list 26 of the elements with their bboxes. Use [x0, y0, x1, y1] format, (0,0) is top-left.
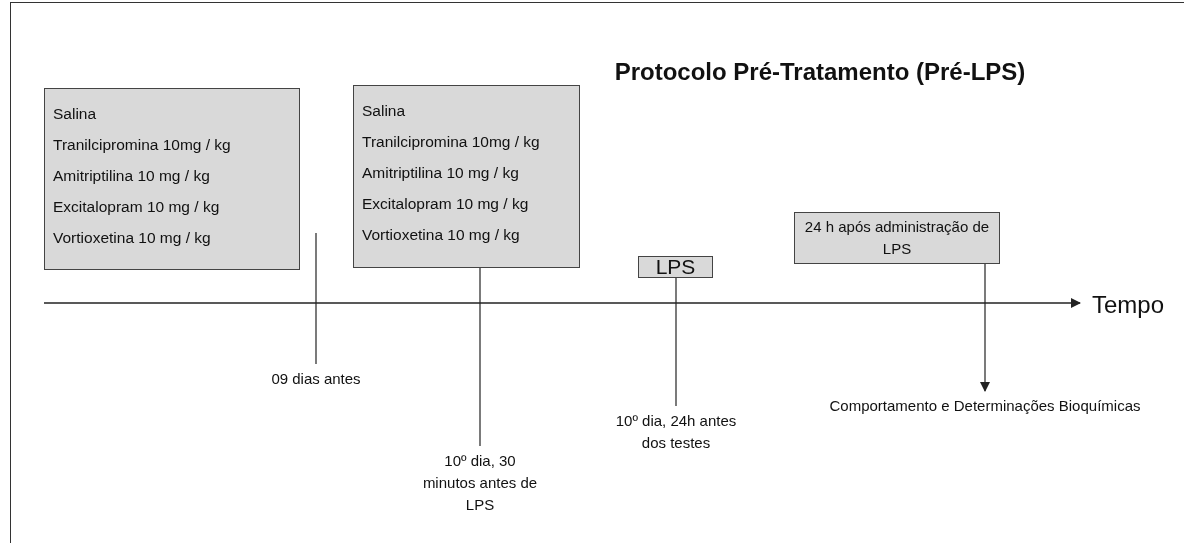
box-text: Amitriptilina 10 mg / kg — [362, 163, 519, 183]
treatment-box — [353, 85, 580, 268]
box-text: Vortioxetina 10 mg / kg — [362, 225, 520, 245]
diagram-title: Protocolo Pré-Tratamento (Pré-LPS) — [613, 57, 1027, 87]
timepoint-label: Comportamento e Determinações Bioquímicas — [829, 396, 1141, 416]
treatment-box — [638, 256, 713, 278]
box-label: LPS — [655, 253, 696, 280]
timepoint-label: 10º dia, 30 minutos antes de LPS — [421, 451, 539, 515]
box-text: Excitalopram 10 mg / kg — [362, 194, 529, 214]
box-text: Salina — [362, 101, 406, 121]
box-text: Excitalopram 10 mg / kg — [53, 197, 220, 217]
timepoint-label: 09 dias antes — [271, 369, 361, 389]
box-text: Tranilcipromina 10mg / kg — [53, 135, 231, 155]
treatment-box — [44, 88, 300, 270]
connector-line — [315, 232, 317, 365]
connector-line — [675, 277, 677, 407]
timepoint-label: 10º dia, 24h antes dos testes — [614, 411, 738, 453]
connector-line — [479, 267, 481, 447]
axis-label: Tempo — [1092, 290, 1165, 320]
box-text: 24 h após administração de LPS — [803, 217, 991, 259]
box-text: Salina — [53, 104, 97, 124]
connector-line — [980, 263, 990, 392]
box-text: Amitriptilina 10 mg / kg — [53, 166, 210, 186]
box-text: Vortioxetina 10 mg / kg — [53, 228, 211, 248]
treatment-box — [794, 212, 1000, 264]
box-text: Tranilcipromina 10mg / kg — [362, 132, 540, 152]
